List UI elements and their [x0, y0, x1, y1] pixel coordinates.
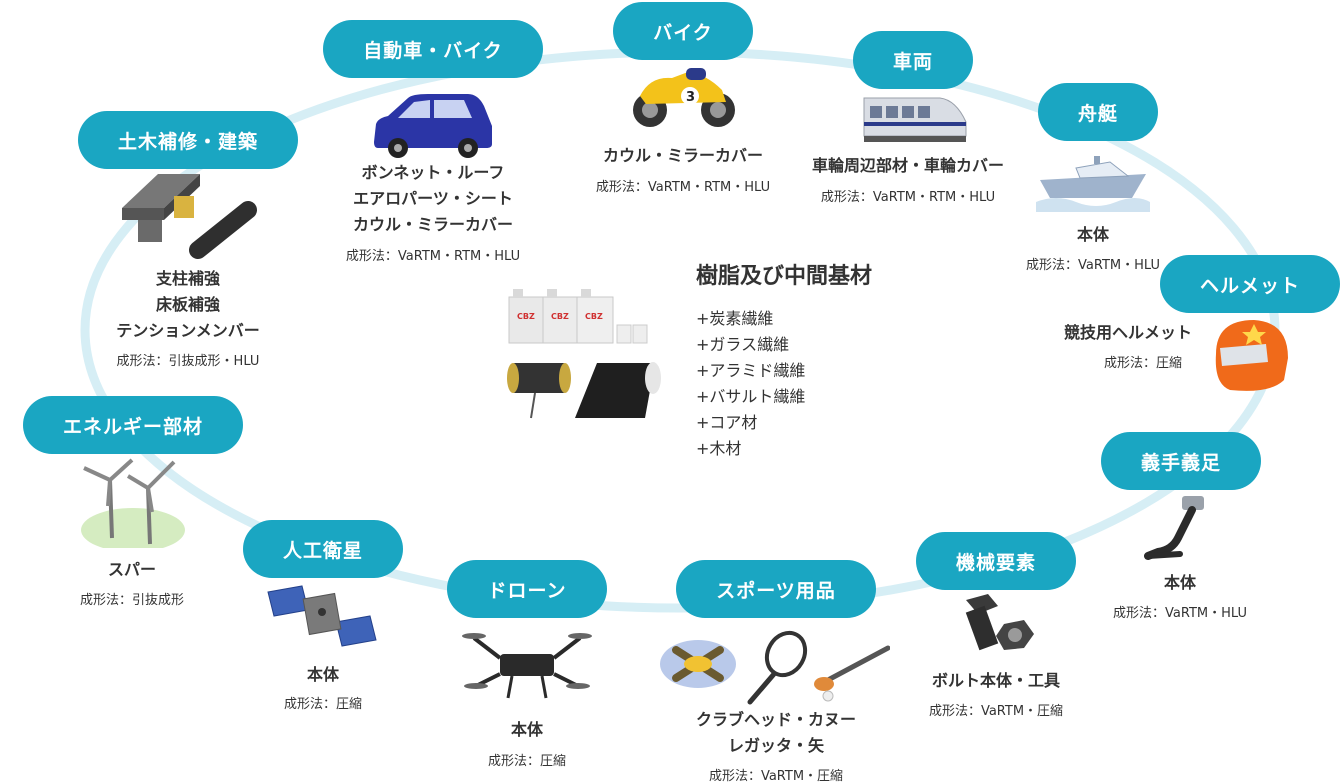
- molding-method: 成形法：引抜成形: [79, 593, 185, 608]
- svg-text:3: 3: [686, 90, 695, 105]
- category-boat[interactable]: 舟艇: [1038, 83, 1158, 141]
- resin-materials-illustration: CBZ CBZ CBZ: [507, 289, 661, 419]
- category-bike[interactable]: バイク: [613, 2, 753, 60]
- category-title: 支柱補強 床板補強 テンションメンバー: [116, 269, 260, 340]
- category-satellite[interactable]: 人工衛星: [243, 520, 403, 578]
- category-title: 本体: [1163, 573, 1197, 592]
- molding-method: 成形法：圧縮: [1103, 356, 1183, 371]
- category-drone[interactable]: ドローン: [447, 560, 607, 618]
- molding-method: 成形法：VaRTM・圧縮: [928, 704, 1064, 719]
- category-title: クラブヘッド・カヌー レガッタ・矢: [695, 710, 857, 755]
- car-icon: [374, 94, 492, 158]
- boat-icon: [1036, 156, 1150, 212]
- category-title: カウル・ミラーカバー: [602, 146, 764, 165]
- molding-method: 成形法：VaRTM・RTM・HLU: [345, 249, 521, 264]
- construction-material-icon: [122, 174, 257, 259]
- category-machine[interactable]: 機械要素: [916, 532, 1076, 590]
- category-title: ボンネット・ルーフ エアロパーツ・シート カウル・ミラーカバー: [352, 163, 514, 234]
- category-helmet[interactable]: ヘルメット: [1160, 255, 1340, 313]
- svg-text:CBZ: CBZ: [585, 312, 603, 321]
- train-icon: [863, 97, 967, 142]
- material-list: +炭素繊維 +ガラス繊維 +アラミド繊維 +バサルト繊維 +コア材 +木材: [696, 306, 805, 462]
- molding-method: 成形法：VaRTM・HLU: [1026, 258, 1160, 273]
- material-item: +木材: [696, 439, 742, 458]
- material-item: +コア材: [696, 413, 758, 432]
- category-prosthesis[interactable]: 義手義足: [1101, 432, 1261, 490]
- fiber-spool: [507, 363, 571, 419]
- center-title: 樹脂及び中間基材: [696, 264, 873, 289]
- category-title: ボルト本体・工具: [931, 671, 1061, 690]
- category-rail[interactable]: 車両: [853, 31, 973, 89]
- carbon-fabric-roll: [575, 362, 661, 418]
- satellite-icon: [267, 585, 377, 647]
- category-title: 車輪周辺部材・車輪カバー: [811, 156, 1005, 175]
- svg-text:CBZ: CBZ: [517, 312, 535, 321]
- category-title: 競技用ヘルメット: [1063, 323, 1193, 342]
- molding-method: 成形法：VaRTM・RTM・HLU: [595, 180, 771, 195]
- material-item: +アラミド繊維: [696, 361, 806, 380]
- resin-can: CBZ: [542, 289, 580, 344]
- material-item: +炭素繊維: [696, 309, 774, 328]
- category-energy[interactable]: エネルギー部材: [23, 396, 243, 454]
- molding-method: 成形法：VaRTM・圧縮: [708, 769, 844, 784]
- category-title: スパー: [107, 560, 157, 579]
- motorcycle-icon: 3: [633, 68, 735, 127]
- prosthetic-leg-icon: [1144, 496, 1204, 560]
- category-title: 本体: [306, 665, 340, 684]
- molding-method: 成形法：引抜成形・HLU: [116, 354, 260, 369]
- category-civil[interactable]: 土木補修・建築: [78, 111, 298, 169]
- molding-method: 成形法：圧縮: [487, 754, 567, 769]
- drone-icon: [462, 633, 592, 699]
- resin-can: CBZ: [576, 289, 614, 344]
- resin-can: CBZ: [508, 289, 546, 344]
- category-title: 本体: [1076, 225, 1110, 244]
- material-item: +ガラス繊維: [696, 335, 790, 354]
- category-title: 本体: [510, 720, 544, 739]
- category-car[interactable]: 自動車・バイク: [323, 20, 543, 78]
- sports-goods-icon: [660, 630, 890, 705]
- category-sports[interactable]: スポーツ用品: [676, 560, 876, 618]
- material-item: +バサルト繊維: [696, 387, 806, 406]
- bolt-nut-icon: [965, 594, 1034, 651]
- molding-method: 成形法：圧縮: [283, 697, 363, 712]
- molding-method: 成形法：VaRTM・HLU: [1113, 606, 1247, 621]
- molding-method: 成形法：VaRTM・RTM・HLU: [820, 190, 996, 205]
- svg-text:CBZ: CBZ: [551, 312, 569, 321]
- wind-turbine-icon: [81, 458, 185, 548]
- helmet-icon: [1215, 320, 1288, 391]
